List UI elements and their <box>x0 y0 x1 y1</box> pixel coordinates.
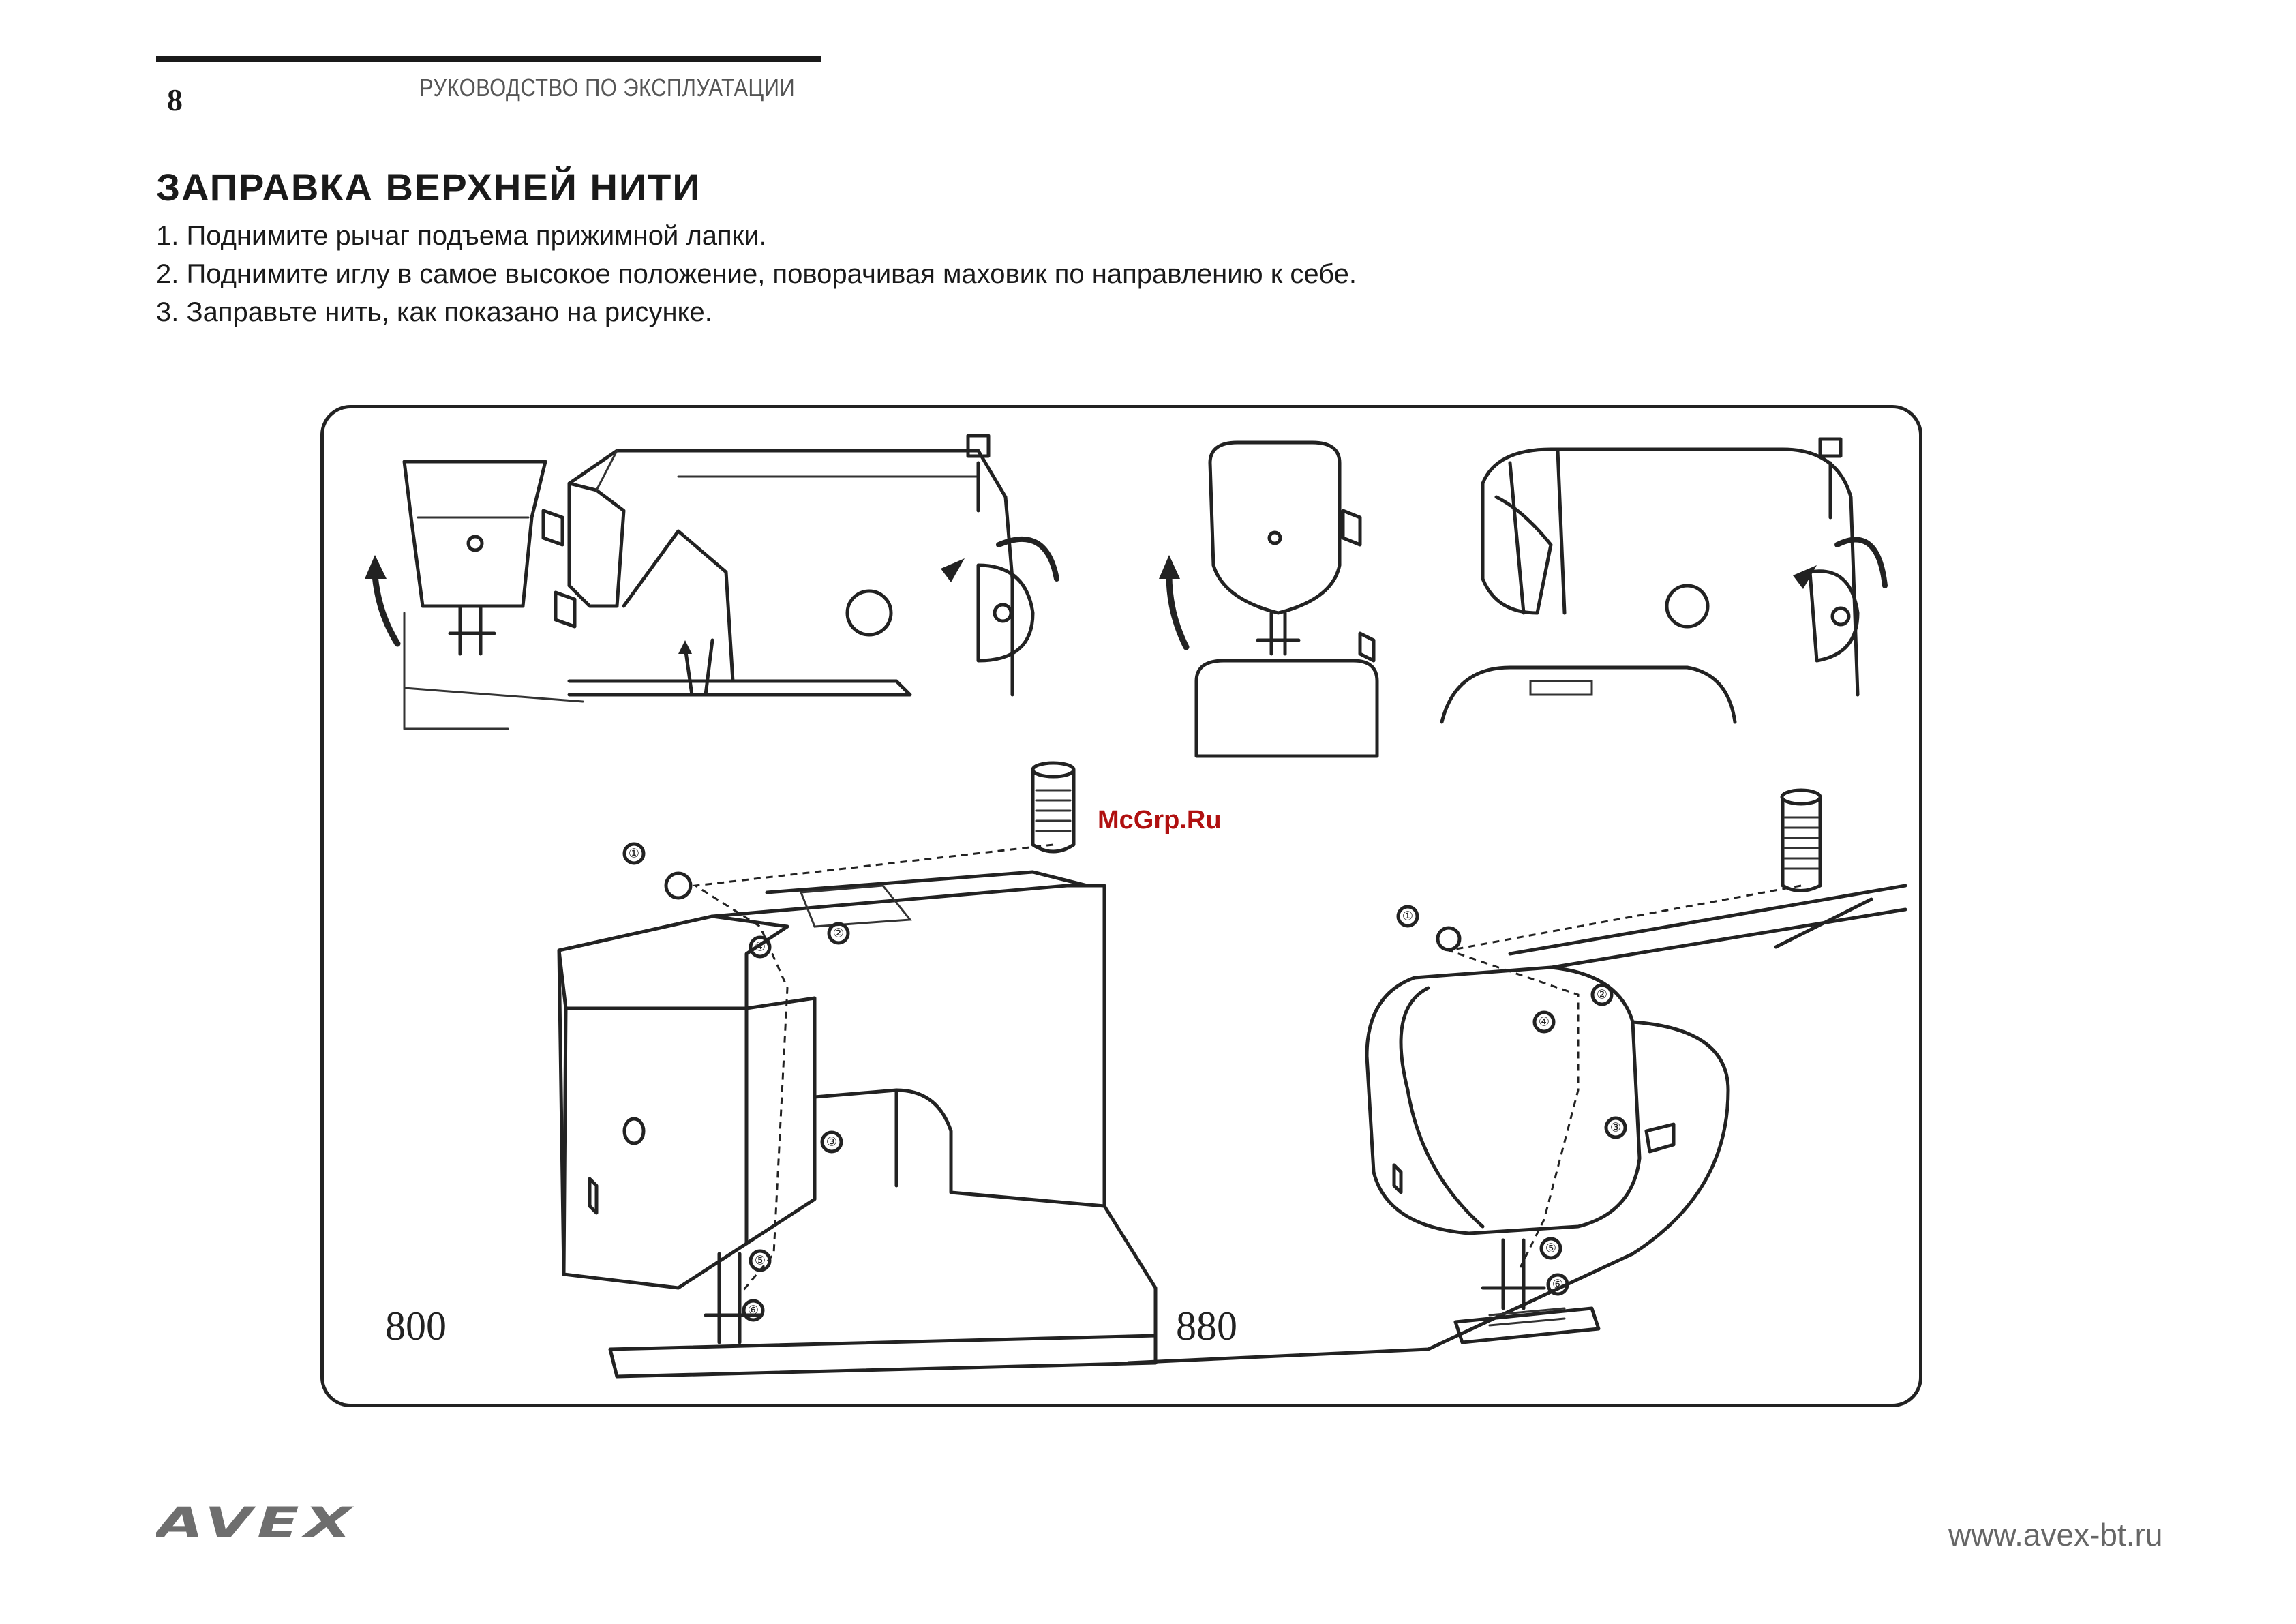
running-head: РУКОВОДСТВО ПО ЭКСПЛУАТАЦИИ <box>419 74 795 102</box>
section-title: ЗАПРАВКА ВЕРХНЕЙ НИТИ <box>156 165 701 209</box>
callout-3: ③ <box>1610 1121 1621 1135</box>
side-view-880 <box>1442 439 1885 722</box>
handwheel-arrow-icon <box>1793 565 1817 589</box>
callout-4: ④ <box>1539 1015 1550 1029</box>
callout-5: ⑤ <box>755 1254 766 1268</box>
sewing-machine-illustrations: ① ② ③ ④ ⑤ ⑥ <box>324 408 1919 1404</box>
handwheel-arrow-icon <box>941 558 965 582</box>
threading-diagram-800: ① ② ③ ④ ⑤ ⑥ <box>559 763 1155 1377</box>
watermark: McGrp.Ru <box>1098 806 1222 835</box>
lift-arrow-icon <box>365 555 387 579</box>
threading-diagram-880: ① ② ③ ④ ⑤ ⑥ <box>1128 790 1905 1363</box>
instruction-steps: 1. Поднимите рычаг подъема прижимной лап… <box>156 217 1357 331</box>
front-view-880 <box>1159 442 1377 756</box>
side-view-800 <box>569 436 1057 695</box>
step-item: 1. Поднимите рычаг подъема прижимной лап… <box>156 217 1357 255</box>
callout-6: ⑥ <box>748 1304 759 1318</box>
callout-2: ② <box>833 927 844 941</box>
callout-1: ① <box>1402 909 1413 924</box>
step-item: 3. Заправьте нить, как показано на рисун… <box>156 293 1357 331</box>
front-view-800 <box>365 462 583 729</box>
header-rule <box>156 56 821 62</box>
lift-arrow-icon <box>1159 555 1180 579</box>
callout-2: ② <box>1597 988 1607 1002</box>
avex-logo: AVEX <box>156 1503 402 1551</box>
footer-url[interactable]: www.avex-bt.ru <box>1948 1516 2162 1553</box>
threading-figure: ① ② ③ ④ ⑤ ⑥ <box>320 405 1922 1407</box>
model-label-880: 880 <box>1176 1303 1237 1350</box>
model-label-800: 800 <box>385 1303 447 1350</box>
callout-5: ⑤ <box>1545 1242 1556 1256</box>
callout-4: ④ <box>755 940 766 954</box>
brand-name: AVEX <box>156 1503 357 1547</box>
callout-1: ① <box>629 847 639 861</box>
callout-6: ⑥ <box>1552 1278 1563 1292</box>
callout-3: ③ <box>826 1135 837 1149</box>
page-number: 8 <box>167 82 183 118</box>
step-item: 2. Поднимите иглу в самое высокое положе… <box>156 255 1357 293</box>
